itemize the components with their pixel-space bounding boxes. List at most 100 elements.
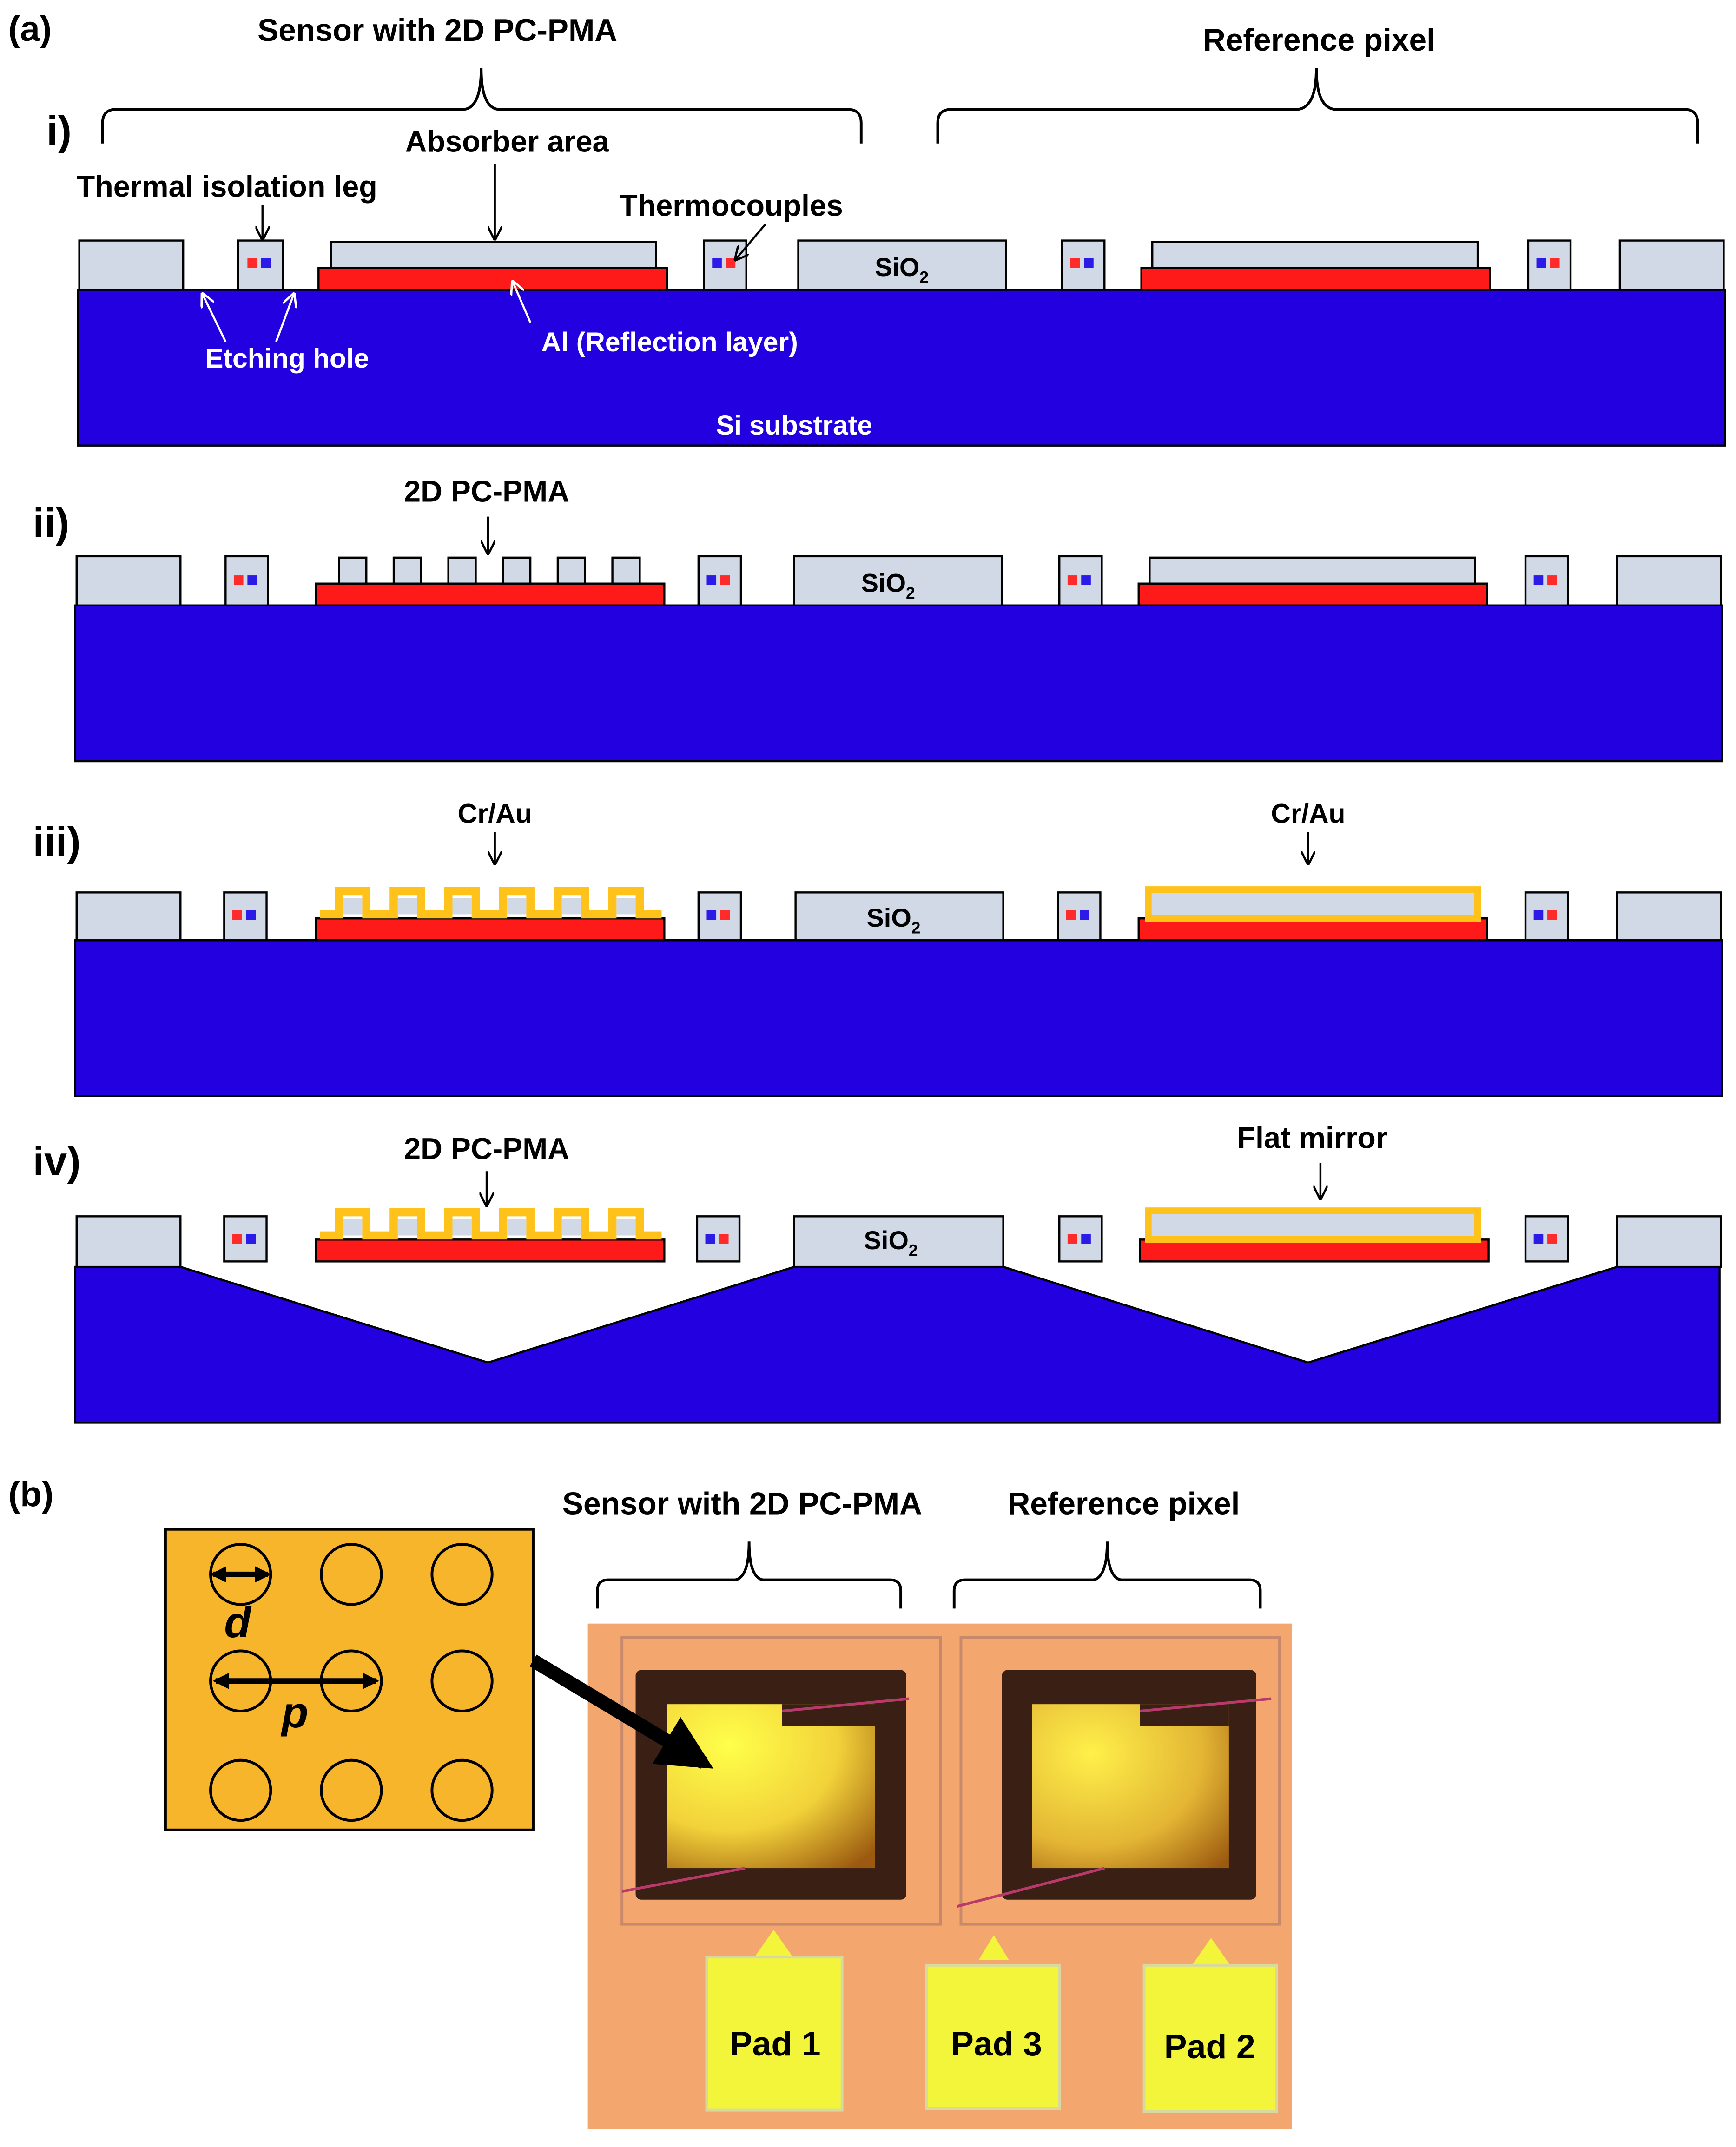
pc-pillar (447, 556, 477, 585)
period-label: p (280, 1688, 308, 1737)
absorber-oxide (1151, 241, 1479, 269)
hole-array-inset: d p (164, 1528, 535, 1831)
brace-sensor-a (101, 68, 863, 144)
thermal-leg (703, 239, 747, 291)
si-substrate (77, 289, 1726, 447)
oxide-block (794, 891, 1004, 942)
thermal-leg (1524, 555, 1569, 606)
step-ii-label: ii) (33, 500, 69, 546)
step-iii-label: iii) (33, 818, 81, 864)
oxide-block (793, 555, 1003, 606)
step-iv-label: iv) (33, 1138, 81, 1184)
step-ii: ii) SiO2 2D PC-PMA (33, 474, 1723, 763)
cr-au-coated-oxide (1145, 886, 1481, 922)
oxide-block (1616, 891, 1722, 942)
step-i: i) SiO2 Absorber area Thermal isolation … (46, 108, 1726, 447)
al-layer (317, 267, 668, 291)
header-sensor-a: Sensor with 2D PC-PMA (257, 13, 617, 48)
si-substrate-label: Si substrate (716, 410, 872, 441)
pc-pillar (338, 556, 368, 585)
thermal-leg (223, 1215, 268, 1263)
hole (430, 1649, 494, 1712)
cr-au-right-label: Cr/Au (1271, 798, 1345, 829)
diameter-label: d (224, 1598, 252, 1646)
inset-pointer-arrow (529, 1654, 713, 1769)
step-i-label: i) (46, 108, 72, 154)
thermal-leg (223, 891, 268, 942)
pc-pma-label: 2D PC-PMA (404, 474, 569, 508)
thermal-leg (1061, 239, 1106, 291)
oxide-block (78, 239, 185, 291)
al-layer (315, 1238, 666, 1263)
oxide-block (793, 1215, 1004, 1268)
thermal-isolation-leg-label: Thermal isolation leg (77, 169, 377, 203)
cr-au-coated-oxide (1145, 1207, 1481, 1243)
al-layer (1140, 267, 1491, 291)
pc-pillar (611, 556, 641, 585)
hole (430, 1758, 494, 1822)
sio2-label: SiO2 (875, 252, 929, 287)
sio2-label: SiO2 (861, 568, 915, 602)
etching-hole-label: Etching hole (205, 343, 369, 374)
al-layer (315, 917, 666, 942)
pc-pillar (556, 556, 586, 585)
sio2-label: SiO2 (867, 903, 921, 937)
hole (430, 1543, 494, 1606)
thermal-leg (224, 555, 269, 606)
sio2-label: SiO2 (864, 1225, 918, 1260)
si-substrate (74, 604, 1723, 763)
header-reference-b: Reference pixel (1007, 1486, 1240, 1521)
pad-2 (1142, 1963, 1278, 2113)
flat-mirror-label: Flat mirror (1237, 1120, 1388, 1154)
si-substrate (74, 939, 1723, 1097)
step-iii: iii) SiO2 Cr/Au Cr/Au (33, 798, 1723, 1097)
header-sensor-b: Sensor with 2D PC-PMA (562, 1486, 922, 1521)
sensor-absorber (667, 1704, 875, 1869)
thermocouples-label: Thermocouples (619, 189, 843, 223)
al-layer (315, 582, 666, 606)
thermal-leg (697, 555, 742, 606)
sensor-micrograph: Pad 1 Pad 3 Pad 2 (587, 1623, 1292, 2129)
cr-au-left-label: Cr/Au (458, 798, 532, 829)
etched-si-substrate (74, 1265, 1721, 1424)
pad-3-label: Pad 3 (951, 2024, 1042, 2063)
absorber-oxide (1149, 556, 1476, 585)
pad-1 (705, 1956, 844, 2112)
absorber-area-label: Absorber area (405, 124, 610, 158)
brace-reference-a (936, 68, 1699, 144)
oxide-block (75, 891, 182, 942)
hole (320, 1758, 383, 1822)
pc-pillar (502, 556, 532, 585)
pad-1-label: Pad 1 (729, 2024, 820, 2063)
oxide-block (75, 555, 182, 606)
brace-reference-b (952, 1541, 1262, 1609)
al-layer (1137, 582, 1488, 606)
oxide-block (1616, 1215, 1722, 1268)
oxide-block (797, 239, 1007, 291)
header-reference-a: Reference pixel (1203, 23, 1435, 58)
al-layer (1137, 917, 1488, 942)
thermal-leg (1058, 555, 1103, 606)
pad-2-label: Pad 2 (1164, 2027, 1255, 2066)
thermal-leg (1524, 1215, 1569, 1263)
oxide-block (1618, 239, 1725, 291)
thermal-leg (1524, 891, 1569, 942)
al-reflection-label: Al (Reflection layer) (541, 327, 798, 357)
pad-3 (925, 1963, 1061, 2110)
pc-pillar (392, 556, 422, 585)
al-layer (1139, 1238, 1490, 1263)
cr-au-coating (320, 1208, 662, 1240)
panel-b-label: (b) (8, 1475, 54, 1514)
reference-absorber (1032, 1704, 1229, 1869)
pc-pma-label: 2D PC-PMA (404, 1132, 569, 1166)
step-iv: iv) SiO2 2D PC-PMA Flat mirror (33, 1120, 1722, 1424)
brace-sensor-b (596, 1541, 903, 1609)
hole (209, 1758, 272, 1822)
oxide-block (1616, 555, 1722, 606)
thermal-leg (237, 239, 284, 291)
thermal-leg (1527, 239, 1572, 291)
cr-au-coating (320, 887, 662, 919)
hole (320, 1543, 383, 1606)
panel-a-label: (a) (8, 9, 52, 49)
